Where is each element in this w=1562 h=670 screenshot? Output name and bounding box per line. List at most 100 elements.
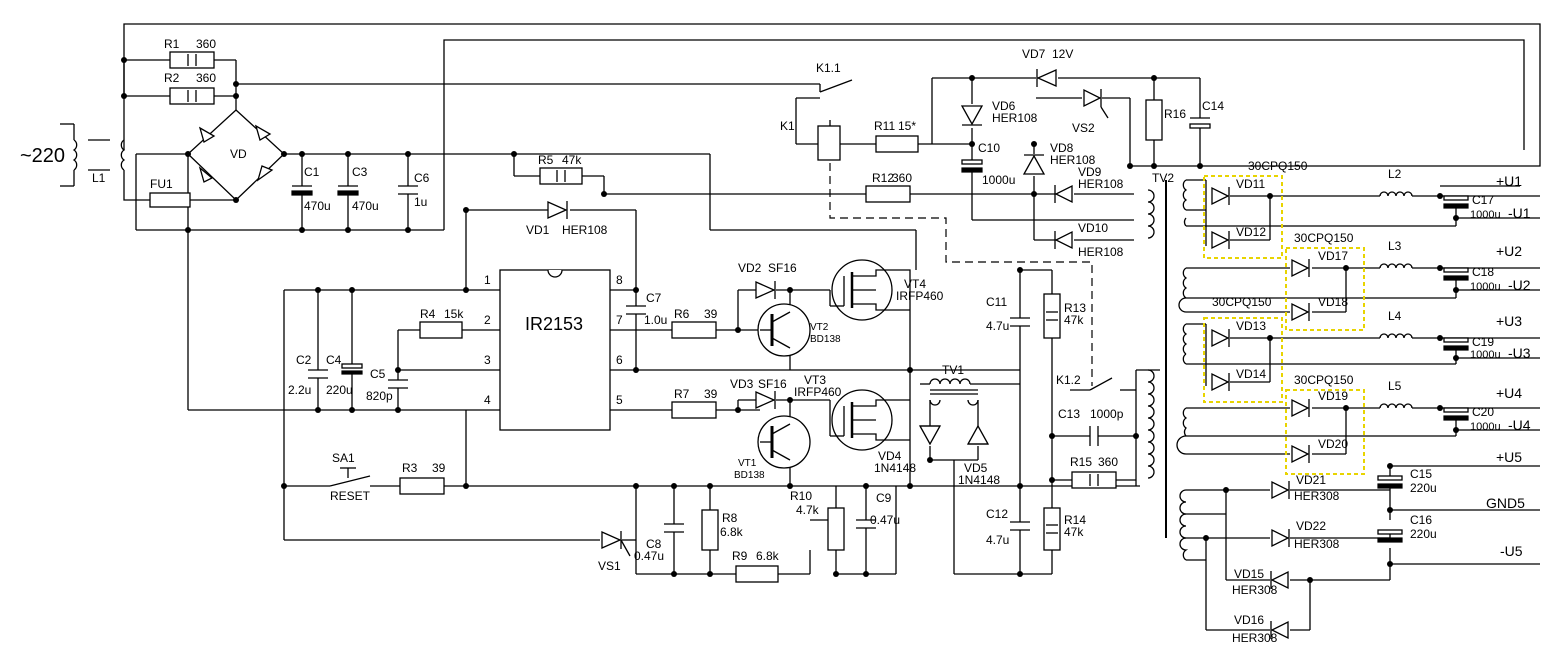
value-label: BD138 <box>734 470 765 481</box>
ref-label: L4 <box>1388 309 1402 323</box>
resistor-r5 <box>539 167 583 185</box>
ref-label: VD4 <box>878 449 902 463</box>
output-label: -U4 <box>1508 417 1531 433</box>
ref-label: C20 <box>1472 405 1494 419</box>
ref-label: VD10 <box>1078 221 1108 235</box>
resistor-r11 <box>875 135 919 153</box>
resistor-r12 <box>865 185 911 203</box>
value-label: HER308 <box>1294 537 1340 551</box>
ref-label: VT2 <box>810 322 829 333</box>
ref-label: VD12 <box>1236 225 1266 239</box>
ref-label: C13 <box>1058 407 1080 421</box>
diode-vd8 <box>1022 154 1046 175</box>
value-label: 360 <box>196 71 216 85</box>
capacitor-c17 <box>1443 195 1469 209</box>
value-label: 220u <box>1410 481 1437 495</box>
ref-label: R12 <box>872 171 894 185</box>
value-label: 47k <box>1064 525 1084 539</box>
value-label: 470u <box>304 199 331 213</box>
value-label: 1000u <box>1470 349 1501 361</box>
value-label: 1000p <box>1090 407 1124 421</box>
ref-label: C7 <box>646 291 662 305</box>
output-label: -U3 <box>1508 345 1531 361</box>
ref-label: VT3 <box>804 373 826 387</box>
diode-vd18 <box>1291 302 1310 322</box>
value-label: 220u <box>326 383 353 397</box>
value-label: HER108 <box>1078 177 1124 191</box>
ref-label: L1 <box>92 171 106 185</box>
ref-label: C1 <box>304 165 320 179</box>
ic-pin-label: 6 <box>616 353 623 367</box>
resistor-r15 <box>1071 471 1117 489</box>
value-label: 39 <box>704 387 718 401</box>
value-label: 1N4148 <box>958 473 1000 487</box>
diode-vd6 <box>960 105 984 126</box>
ref-label: L5 <box>1388 379 1402 393</box>
value-label: RESET <box>330 489 371 503</box>
value-label: 820p <box>366 389 393 403</box>
capacitor-c13 <box>1089 426 1099 446</box>
ref-label: VD11 <box>1236 177 1265 191</box>
ref-label: C3 <box>352 165 368 179</box>
capacitor-c16 <box>1377 529 1403 543</box>
diode-vd2 <box>755 280 776 300</box>
ic-pin-label: 3 <box>484 353 491 367</box>
resistor-r13 <box>1043 293 1061 339</box>
ref-label: VD9 <box>1078 165 1102 179</box>
ic-pin-label: 4 <box>484 393 491 407</box>
ref-label: C14 <box>1202 99 1224 113</box>
ref-label: C12 <box>986 507 1008 521</box>
capacitor-c11 <box>1010 317 1030 327</box>
fuse-fu1 <box>149 192 191 208</box>
diode-vd13 <box>1211 328 1230 348</box>
ref-label: K1 <box>780 119 795 133</box>
resistor-r14 <box>1043 507 1061 551</box>
relay-coupling-line <box>829 150 1093 386</box>
ref-label: VD8 <box>1050 141 1074 155</box>
value-label: 4.7k <box>796 503 820 517</box>
diode-vd9 <box>1054 184 1073 204</box>
ref-label: VD17 <box>1318 249 1348 263</box>
wires <box>73 23 1541 631</box>
highlight-vd13-vd14 <box>1203 317 1283 403</box>
ref-label: L2 <box>1388 167 1402 181</box>
ref-label: C17 <box>1472 193 1494 207</box>
resistor-r1 <box>169 51 215 69</box>
ref-label: C4 <box>326 353 342 367</box>
capacitor-c3 <box>337 185 359 196</box>
ref-label: TV2 <box>1152 171 1174 185</box>
ref-label: R5 <box>538 153 554 167</box>
value-label: 30CPQ150 <box>1212 295 1272 309</box>
ref-label: R11 <box>874 119 895 133</box>
diode-vd16 <box>1270 620 1289 640</box>
highlight-vd11-vd12 <box>1203 175 1283 259</box>
ref-label: VD21 <box>1296 473 1326 487</box>
value-label: 47k <box>1064 313 1084 327</box>
transistor-vt2 <box>757 303 811 357</box>
value-label: 470u <box>352 199 379 213</box>
capacitor-c5 <box>388 379 408 389</box>
value-label: 47k <box>562 153 582 167</box>
value-label: 4.7u <box>986 319 1009 333</box>
value-label: HER308 <box>1294 489 1340 503</box>
highlight-vd17-vd18 <box>1285 247 1365 331</box>
ref-label: VD6 <box>992 99 1016 113</box>
value-label: 6.8k <box>756 549 780 563</box>
value-label: 39 <box>432 461 446 475</box>
ref-label: TV1 <box>942 363 964 377</box>
ref-label: VD7 <box>1022 47 1046 61</box>
mains-label: ~220 <box>20 145 65 167</box>
capacitor-c2 <box>308 369 328 379</box>
mosfet-vt3 <box>830 389 910 451</box>
capacitor-c10 <box>961 159 983 173</box>
value-label: 1000u <box>982 173 1015 187</box>
diode-vd12 <box>1211 230 1230 250</box>
value-label: 2.2u <box>288 383 311 397</box>
resistor-r10 <box>827 507 845 551</box>
ref-label: C16 <box>1410 513 1432 527</box>
thyristor-vs1 <box>601 530 622 550</box>
ref-label: VD15 <box>1234 567 1264 581</box>
ref-label: C5 <box>370 367 386 381</box>
ref-label: C15 <box>1410 467 1432 481</box>
